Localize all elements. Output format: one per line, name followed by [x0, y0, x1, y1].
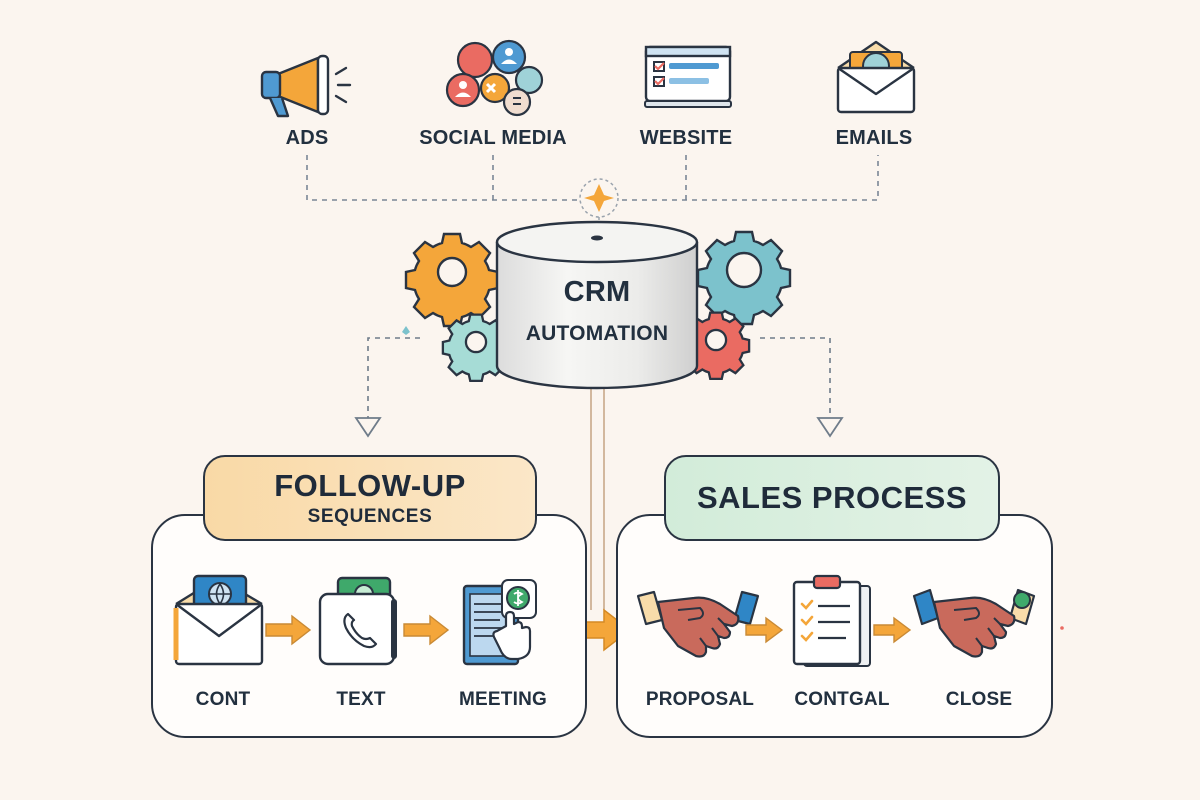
social-bubbles-icon	[445, 39, 544, 117]
step-label-proposal: PROPOSAL	[645, 689, 755, 710]
meeting-document-icon	[462, 579, 537, 666]
gear-teal-icon	[696, 230, 792, 326]
follow-up-header: FOLLOW-UP SEQUENCES	[203, 455, 537, 541]
step-label-meeting: MEETING	[459, 689, 547, 710]
sources-connector-branches	[492, 155, 687, 200]
gear-orange-icon	[404, 232, 500, 328]
phone-card-icon	[318, 576, 397, 666]
handshake-deal-icon	[912, 588, 1036, 658]
source-label-website: WEBSITE	[639, 127, 733, 149]
step-arrow-icon	[745, 616, 784, 644]
step-label-contgal: CONTGAL	[794, 689, 890, 710]
gear-mint-icon	[441, 313, 511, 383]
step-arrow-icon	[873, 616, 912, 644]
megaphone-icon	[260, 54, 352, 118]
step-label-cont: CONT	[195, 689, 251, 710]
crm-cylinder-icon	[495, 220, 699, 390]
gear-coral-icon	[681, 311, 751, 381]
handshake-icon	[636, 590, 760, 658]
right-branch-arrow-icon	[816, 417, 844, 438]
envelope-icon	[836, 40, 916, 114]
source-label-emails: EMAILS	[835, 127, 913, 149]
checklist-icon	[792, 574, 871, 667]
step-label-close: CLOSE	[945, 689, 1013, 710]
email-envelope-icon	[173, 574, 264, 666]
follow-up-subtitle: SEQUENCES	[307, 506, 433, 527]
source-label-ads: ADS	[285, 127, 329, 149]
left-branch-arrow-icon	[354, 417, 382, 438]
step-arrow-icon	[403, 614, 450, 646]
step-label-text: TEXT	[336, 689, 386, 710]
sales-process-header: SALES PROCESS	[664, 455, 1000, 541]
right-branch-line	[760, 337, 831, 418]
center-vertical-line	[590, 386, 605, 610]
source-label-social-media: SOCIAL MEDIA	[419, 127, 567, 149]
website-monitor-icon	[644, 45, 732, 108]
sales-process-title: SALES PROCESS	[696, 480, 968, 515]
left-branch-line	[367, 337, 420, 418]
step-arrow-icon	[265, 614, 312, 646]
crm-subtitle: AUTOMATION	[525, 322, 669, 345]
crm-title: CRM	[563, 276, 631, 308]
spark-icon	[584, 184, 614, 212]
follow-up-title: FOLLOW-UP	[274, 468, 466, 503]
